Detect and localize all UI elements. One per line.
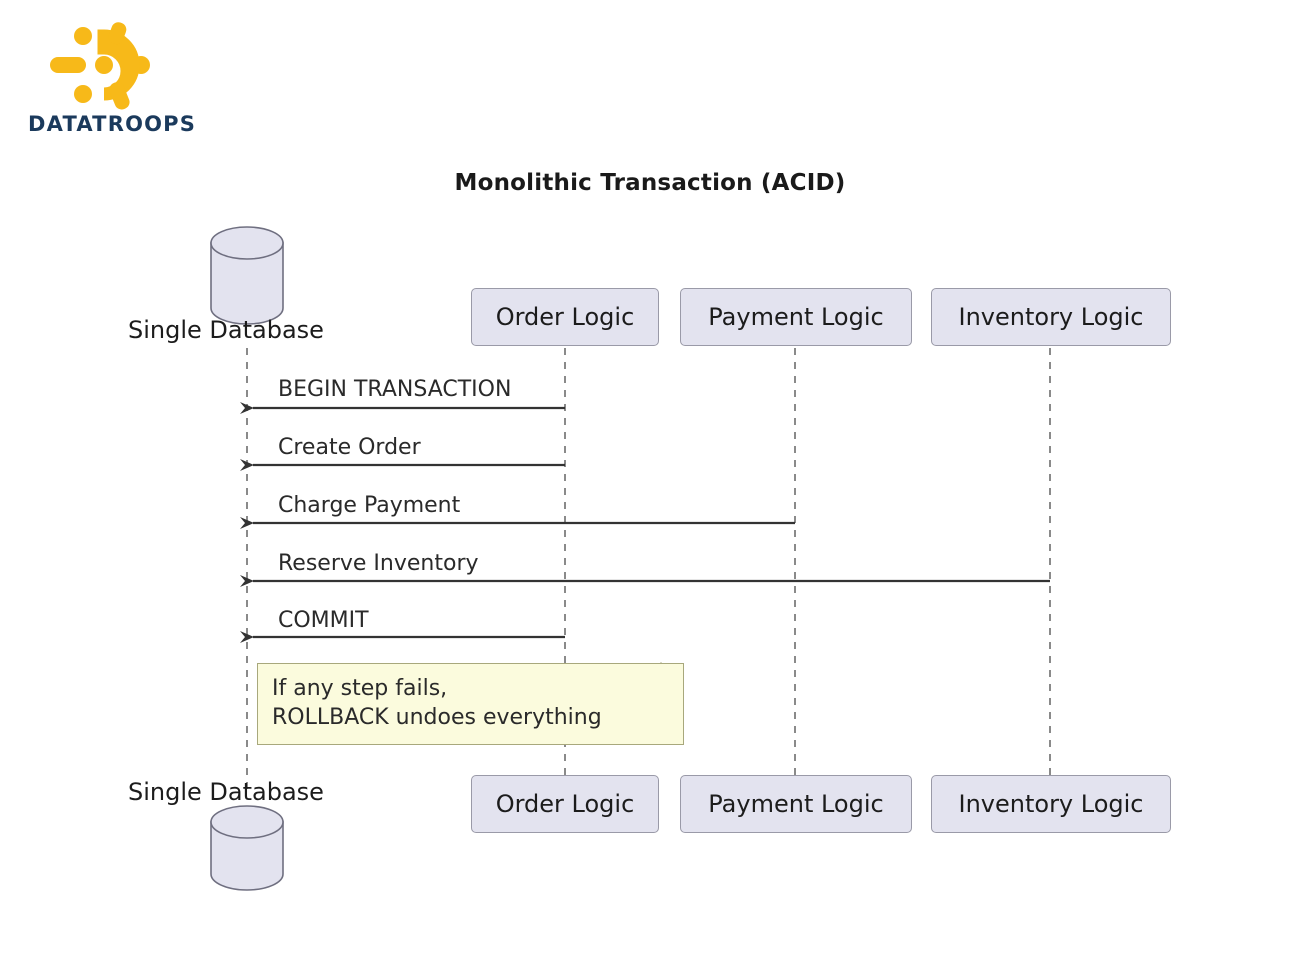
participant-label: Payment Logic [708,790,884,818]
participant-payment-logic-bottom[interactable]: Payment Logic [680,775,912,833]
message-label-reserve-inventory: Reserve Inventory [278,551,479,576]
participant-label: Inventory Logic [958,303,1144,331]
note-line-1: If any step fails, [272,676,448,701]
message-label-commit: COMMIT [278,608,369,633]
database-cylinder-top [210,226,284,325]
participant-inventory-logic-bottom[interactable]: Inventory Logic [931,775,1171,833]
message-label-charge-payment: Charge Payment [278,493,461,518]
participant-label: Order Logic [495,303,635,331]
message-label-create-order: Create Order [278,435,421,460]
participant-label: Inventory Logic [958,790,1144,818]
message-label-begin-transaction: BEGIN TRANSACTION [278,377,512,402]
participant-inventory-logic-top[interactable]: Inventory Logic [931,288,1171,346]
datatroops-sun-icon [50,22,150,110]
datatroops-logo: DATATROOPS [28,20,208,140]
participant-single-database-top-label: Single Database [128,316,324,344]
participant-payment-logic-top[interactable]: Payment Logic [680,288,912,346]
participant-single-database-bottom-label: Single Database [128,778,324,806]
note-line-2: ROLLBACK undoes everything [272,705,602,731]
participant-order-logic-bottom[interactable]: Order Logic [471,775,659,833]
brand-wordmark: DATATROOPS [28,112,197,136]
note-rollback: If any step fails, ROLLBACK undoes every… [257,663,684,745]
participant-label: Payment Logic [708,303,884,331]
message-arrows [240,402,1050,643]
database-cylinder-bottom [210,805,284,891]
diagram-title: Monolithic Transaction (ACID) [454,170,846,196]
participant-label: Order Logic [495,790,635,818]
participant-order-logic-top[interactable]: Order Logic [471,288,659,346]
